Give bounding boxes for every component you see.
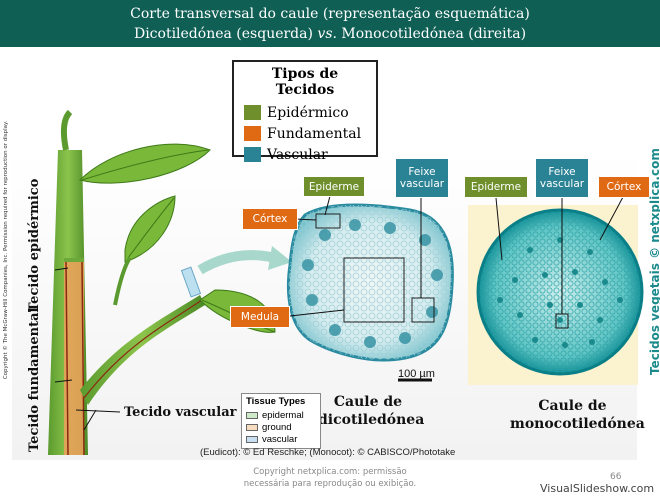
tissue-type-swatch-ground [246, 424, 258, 431]
tissue-legend: Tipos de Tecidos Epidérmico Fundamental … [232, 60, 378, 157]
tissue-type-label-epidermal: epidermal [262, 410, 304, 421]
tecido-fundamental-label: Tecido fundamental [27, 308, 42, 452]
legend-label-vascular: Vascular [267, 147, 328, 163]
tecido-vascular-label: Tecido vascular [124, 405, 236, 420]
tissue-type-ground: ground [246, 421, 316, 433]
tissue-type-epidermal: epidermal [246, 409, 316, 421]
legend-item-vascular: Vascular [244, 144, 366, 165]
tissue-type-swatch-epidermal [246, 412, 258, 419]
legend-swatch-vascular [244, 147, 261, 162]
legend-swatch-fundamental [244, 126, 261, 141]
tissue-type-label-vascular: vascular [262, 434, 297, 445]
tissue-type-vascular: vascular [246, 433, 316, 445]
legend-title: Tipos de Tecidos [244, 66, 366, 98]
tecido-epidermico-label: Tecido epidérmico [27, 179, 42, 312]
tissue-type-label-ground: ground [262, 422, 292, 433]
scale-label: 100 µm [398, 368, 435, 380]
tissue-type-swatch-vascular [246, 436, 258, 443]
tissue-types-title: Tissue Types [246, 396, 316, 407]
legend-item-epidermal: Epidérmico [244, 102, 366, 123]
legend-swatch-epidermal [244, 105, 261, 120]
footer-copyright: Copyright netxplica.com: permissão neces… [230, 466, 430, 490]
mono-epiderme-tag: Epiderme [464, 176, 528, 198]
dicot-feixe-tag: Feixe vascular [395, 158, 449, 198]
dicot-cortex-tag: Córtex [242, 208, 298, 230]
mono-cortex-tag: Córtex [598, 176, 650, 198]
vertical-watermark: Tecidos vegetais © netxplica.com [648, 148, 660, 375]
dicot-medula-tag: Medula [230, 306, 290, 328]
legend-label-epidermal: Epidérmico [267, 105, 349, 121]
watermark: VisualSlideshow.com [540, 482, 654, 495]
mono-caption: Caule de monocotiledónea [510, 397, 635, 433]
dicot-caption: Caule de dicotiledónea [318, 393, 418, 429]
tissue-types-key: Tissue Types epidermal ground vascular [241, 393, 321, 449]
legend-label-fundamental: Fundamental [267, 126, 361, 142]
page-number: 66 [610, 472, 621, 482]
image-credit: (Eudicot): © Ed Reschke; (Monocot): © CA… [200, 447, 455, 458]
dicot-epiderme-tag: Epiderme [303, 176, 365, 197]
legend-item-fundamental: Fundamental [244, 123, 366, 144]
mono-feixe-tag: Feixe vascular [535, 158, 589, 198]
